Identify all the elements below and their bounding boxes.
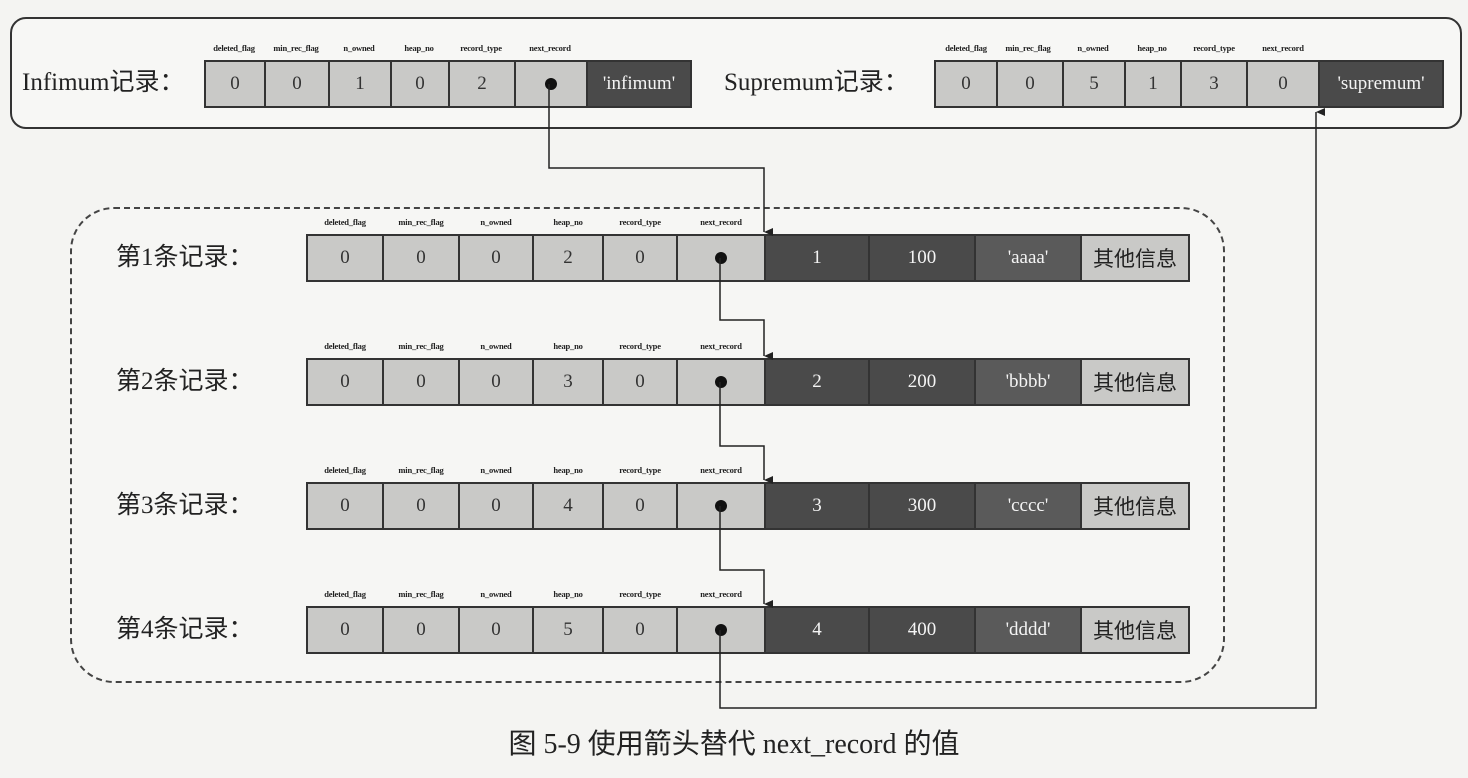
- user-records-group-frame: [70, 207, 1225, 683]
- record-1-n-owned-cell: 0: [458, 234, 534, 282]
- infimum-header-n-owned: n_owned: [343, 43, 375, 53]
- record-2-col3-cell: 'bbbb': [974, 358, 1082, 406]
- record-1-record-type-cell: 0: [602, 234, 678, 282]
- record-4-col1-cell: 4: [764, 606, 870, 654]
- supremum-header-min-rec-flag: min_rec_flag: [1005, 43, 1051, 53]
- record-1-header-min-rec-flag: min_rec_flag: [398, 217, 444, 227]
- record-4-label: 第4条记录：: [116, 616, 254, 643]
- arrow-record-2-to-record-3: [719, 382, 773, 484]
- record-1-col3-cell: 'aaaa': [974, 234, 1082, 282]
- record-3-record-type-cell: 0: [602, 482, 678, 530]
- record-3-n-owned-cell: 0: [458, 482, 534, 530]
- supremum-header-n-owned: n_owned: [1077, 43, 1109, 53]
- record-2-next-record-cell: [676, 358, 766, 406]
- record-1-header-n-owned: n_owned: [480, 217, 512, 227]
- supremum-label: Supremum记录：: [724, 69, 909, 96]
- supremum-record-type-cell: 3: [1180, 60, 1248, 108]
- record-2-header-min-rec-flag: min_rec_flag: [398, 341, 444, 351]
- next-record-pointer-dot: [715, 500, 727, 512]
- record-3-header-record-type: record_type: [619, 465, 661, 475]
- infimum-header-min-rec-flag: min_rec_flag: [273, 43, 319, 53]
- supremum-header-heap-no: heap_no: [1137, 43, 1167, 53]
- arrow-record-3-to-record-4: [719, 506, 773, 608]
- record-3-next-record-cell: [676, 482, 766, 530]
- infimum-record-type-cell: 2: [448, 60, 516, 108]
- record-2-other-info-cell: 其他信息: [1080, 358, 1190, 406]
- infimum-next-record-cell: [514, 60, 588, 108]
- record-1-col1-cell: 1: [764, 234, 870, 282]
- supremum-header-next-record: next_record: [1262, 43, 1304, 53]
- record-1-min-rec-flag-cell: 0: [382, 234, 460, 282]
- record-4-header-heap-no: heap_no: [553, 589, 583, 599]
- record-2-header-record-type: record_type: [619, 341, 661, 351]
- next-record-pointer-dot: [545, 78, 557, 90]
- record-1-label: 第1条记录：: [116, 244, 254, 271]
- infimum-header-next-record: next_record: [529, 43, 571, 53]
- record-1-header-heap-no: heap_no: [553, 217, 583, 227]
- record-3-col2-cell: 300: [868, 482, 976, 530]
- record-2-header-n-owned: n_owned: [480, 341, 512, 351]
- record-3-min-rec-flag-cell: 0: [382, 482, 460, 530]
- record-4-header-min-rec-flag: min_rec_flag: [398, 589, 444, 599]
- record-3-label: 第3条记录：: [116, 492, 254, 519]
- record-1-header-record-type: record_type: [619, 217, 661, 227]
- record-3-header-n-owned: n_owned: [480, 465, 512, 475]
- record-4-header-deleted-flag: deleted_flag: [324, 589, 366, 599]
- record-3-header-heap-no: heap_no: [553, 465, 583, 475]
- record-4-next-record-cell: [676, 606, 766, 654]
- infimum-content-cell: 'infimum': [586, 60, 692, 108]
- record-4-heap-no-cell: 5: [532, 606, 604, 654]
- next-record-pointer-dot: [715, 376, 727, 388]
- supremum-header-record-type: record_type: [1193, 43, 1235, 53]
- record-4-header-n-owned: n_owned: [480, 589, 512, 599]
- infimum-deleted-flag-cell: 0: [204, 60, 266, 108]
- record-1-other-info-cell: 其他信息: [1080, 234, 1190, 282]
- record-3-header-min-rec-flag: min_rec_flag: [398, 465, 444, 475]
- supremum-header-deleted-flag: deleted_flag: [945, 43, 987, 53]
- record-3-other-info-cell: 其他信息: [1080, 482, 1190, 530]
- record-3-col1-cell: 3: [764, 482, 870, 530]
- record-2-header-deleted-flag: deleted_flag: [324, 341, 366, 351]
- infimum-header-heap-no: heap_no: [404, 43, 434, 53]
- supremum-min-rec-flag-cell: 0: [996, 60, 1064, 108]
- supremum-content-cell: 'supremum': [1318, 60, 1444, 108]
- figure-caption: 图 5-9 使用箭头替代 next_record 的值: [508, 729, 960, 760]
- record-3-header-next-record: next_record: [700, 465, 742, 475]
- infimum-header-deleted-flag: deleted_flag: [213, 43, 255, 53]
- record-2-header-heap-no: heap_no: [553, 341, 583, 351]
- arrow-infimum-to-record-1: [548, 84, 773, 236]
- infimum-header-record-type: record_type: [460, 43, 502, 53]
- record-4-other-info-cell: 其他信息: [1080, 606, 1190, 654]
- record-1-next-record-cell: [676, 234, 766, 282]
- record-2-col2-cell: 200: [868, 358, 976, 406]
- arrow-record-4-to-supremum: [719, 108, 1325, 709]
- record-2-label: 第2条记录：: [116, 368, 254, 395]
- next-record-pointer-dot: [715, 624, 727, 636]
- record-3-heap-no-cell: 4: [532, 482, 604, 530]
- arrow-record-1-to-record-2: [719, 258, 773, 360]
- supremum-next-record-cell: 0: [1246, 60, 1320, 108]
- infimum-n-owned-cell: 1: [328, 60, 392, 108]
- record-4-header-record-type: record_type: [619, 589, 661, 599]
- record-1-header-next-record: next_record: [700, 217, 742, 227]
- infimum-heap-no-cell: 0: [390, 60, 450, 108]
- record-3-header-deleted-flag: deleted_flag: [324, 465, 366, 475]
- infimum-label: Infimum记录：: [22, 69, 185, 96]
- record-1-header-deleted-flag: deleted_flag: [324, 217, 366, 227]
- record-2-header-next-record: next_record: [700, 341, 742, 351]
- record-3-deleted-flag-cell: 0: [306, 482, 384, 530]
- next-record-pointer-dot: [715, 252, 727, 264]
- record-1-heap-no-cell: 2: [532, 234, 604, 282]
- supremum-heap-no-cell: 1: [1124, 60, 1182, 108]
- record-4-min-rec-flag-cell: 0: [382, 606, 460, 654]
- record-1-col2-cell: 100: [868, 234, 976, 282]
- record-4-header-next-record: next_record: [700, 589, 742, 599]
